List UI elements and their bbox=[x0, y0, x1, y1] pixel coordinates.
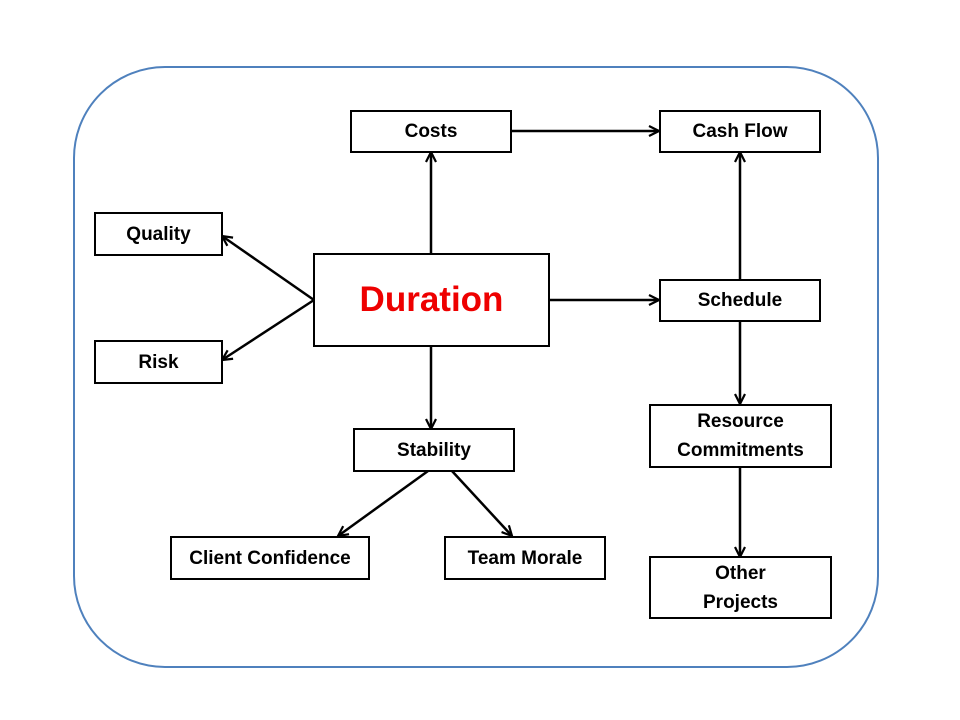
node-stability: Stability bbox=[353, 428, 515, 472]
node-duration: Duration bbox=[313, 253, 550, 347]
node-schedule: Schedule bbox=[659, 279, 821, 322]
node-cash-flow-label: Cash Flow bbox=[692, 121, 788, 142]
node-cash-flow: Cash Flow bbox=[659, 110, 821, 153]
node-client-confidence: Client Confidence bbox=[170, 536, 370, 580]
node-other-projects: Other Projects bbox=[649, 556, 832, 619]
node-team-morale-label: Team Morale bbox=[467, 547, 583, 569]
arrow-stability-to-team-morale bbox=[451, 470, 512, 536]
node-other-projects-label: Other Projects bbox=[703, 562, 778, 613]
node-quality-label: Quality bbox=[126, 223, 191, 245]
node-risk-label: Risk bbox=[138, 351, 179, 373]
node-team-morale: Team Morale bbox=[444, 536, 606, 580]
node-schedule-label: Schedule bbox=[697, 290, 783, 311]
arrow-duration-to-quality bbox=[222, 236, 315, 302]
arrow-duration-to-risk bbox=[222, 298, 315, 360]
node-client-confidence-label: Client Confidence bbox=[189, 547, 351, 569]
node-duration-label: Duration bbox=[359, 280, 504, 319]
node-costs-label: Costs bbox=[404, 121, 458, 142]
node-risk: Risk bbox=[94, 340, 223, 384]
node-resource-commitments-label: Resource Commitments bbox=[677, 411, 804, 461]
node-quality: Quality bbox=[94, 212, 223, 256]
node-stability-label: Stability bbox=[397, 439, 471, 461]
rounded-frame bbox=[73, 66, 879, 668]
arrow-stability-to-client-confidence bbox=[338, 469, 429, 536]
node-costs: Costs bbox=[350, 110, 512, 153]
node-resource-commitments: Resource Commitments bbox=[649, 404, 832, 468]
